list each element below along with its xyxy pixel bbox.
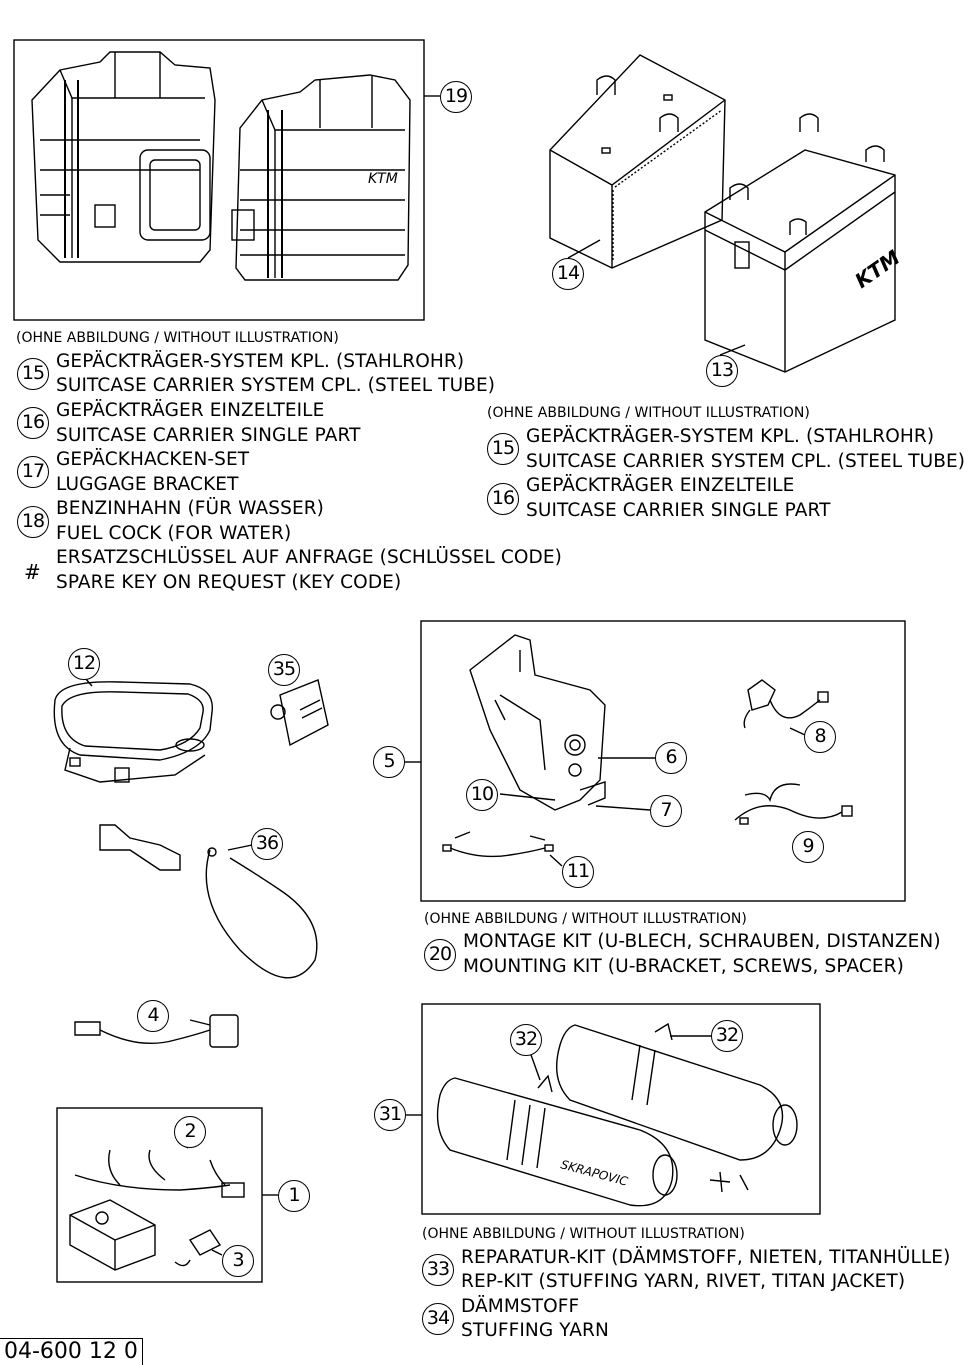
callout-8: 8 <box>804 721 836 753</box>
block2-item-16-de: GEPÄCKTRÄGER EINZELTEILE <box>526 475 795 496</box>
muffler-frame <box>421 1003 821 1215</box>
block4-item-34-de: DÄMMSTOFF <box>461 1296 580 1317</box>
cable-8 <box>743 679 829 729</box>
block1-item-16-de: GEPÄCKTRÄGER EINZELTEILE <box>56 400 325 421</box>
block1-item-17-en: LUGGAGE BRACKET <box>56 474 239 495</box>
aluminium-box-14 <box>549 54 726 269</box>
tank-bag-12 <box>53 681 214 783</box>
callout-3: 3 <box>222 1245 254 1277</box>
cable-9 <box>734 783 853 825</box>
electronics-kit <box>69 1149 245 1271</box>
rivets <box>709 1171 749 1193</box>
block4-item-34-en: STUFFING YARN <box>461 1320 609 1341</box>
block1-item-15-de: GEPÄCKTRÄGER-SYSTEM KPL. (STAHLROHR) <box>56 351 465 372</box>
block1-item-18-en: FUEL COCK (FOR WATER) <box>56 523 292 544</box>
aluminium-box-13: KTM <box>704 113 904 373</box>
block2-item-16-en: SUITCASE CARRIER SINGLE PART <box>526 500 831 521</box>
block1-num-16: 16 <box>17 407 49 439</box>
mount-frame <box>420 620 906 902</box>
block1-num-18: 18 <box>17 506 49 538</box>
callout-7: 7 <box>650 795 682 827</box>
block1-item-18-de: BENZINHAHN (FÜR WASSER) <box>56 498 325 519</box>
callout-2: 2 <box>174 1116 206 1148</box>
callout-14: 14 <box>552 258 584 290</box>
block3-item-20-de: MONTAGE KIT (U-BLECH, SCHRAUBEN, DISTANZ… <box>463 931 941 952</box>
drawing-code: 04-600 12 0 <box>0 1338 143 1365</box>
block4-num-33: 33 <box>422 1254 454 1286</box>
block3-num-20: 20 <box>424 939 456 971</box>
ktm-logo: KTM <box>850 245 904 293</box>
block1-item-key-de: ERSATZSCHLÜSSEL AUF ANFRAGE (SCHLÜSSEL C… <box>56 547 562 568</box>
block1-num-17: 17 <box>17 456 49 488</box>
lock-cable-36 <box>99 824 318 979</box>
block1-num-15: 15 <box>17 358 49 390</box>
block1-item-16-en: SUITCASE CARRIER SINGLE PART <box>56 425 361 446</box>
ktm-logo-small: KTM <box>368 171 398 187</box>
block3-item-20-en: MOUNTING KIT (U-BRACKET, SCREWS, SPACER) <box>463 956 904 977</box>
hard-case-right: KTM <box>231 74 411 281</box>
cable-11 <box>442 831 554 858</box>
callout-4: 4 <box>137 1000 169 1032</box>
block1-item-key-en: SPARE KEY ON REQUEST (KEY CODE) <box>56 572 402 593</box>
skrapovic-logo: SKRAPOVIC <box>559 1157 630 1189</box>
block2-num-16: 16 <box>487 483 519 515</box>
cases-frame <box>13 39 425 321</box>
callout-11: 11 <box>562 856 594 888</box>
block1-item-15-en: SUITCASE CARRIER SYSTEM CPL. (STEEL TUBE… <box>56 375 496 396</box>
block1-note: (OHNE ABBILDUNG / WITHOUT ILLUSTRATION) <box>16 330 339 346</box>
block2-item-15-de: GEPÄCKTRÄGER-SYSTEM KPL. (STAHLROHR) <box>526 426 935 447</box>
callout-5: 5 <box>373 746 405 778</box>
block2-num-15: 15 <box>487 433 519 465</box>
block1-hash: # <box>24 560 41 584</box>
block2-item-15-en: SUITCASE CARRIER SYSTEM CPL. (STEEL TUBE… <box>526 451 966 472</box>
block4-note: (OHNE ABBILDUNG / WITHOUT ILLUSTRATION) <box>422 1226 745 1242</box>
callout-12: 12 <box>68 648 100 680</box>
mount-bracket-assembly <box>469 634 655 811</box>
callout-32-left: 32 <box>510 1024 542 1056</box>
callout-9: 9 <box>792 831 824 863</box>
muffler-left: SKRAPOVIC <box>436 1074 678 1207</box>
callout-31: 31 <box>374 1099 406 1131</box>
hard-case-left <box>31 51 216 263</box>
block3-note: (OHNE ABBILDUNG / WITHOUT ILLUSTRATION) <box>424 911 747 927</box>
callout-35: 35 <box>268 654 300 686</box>
callout-13: 13 <box>706 355 738 387</box>
callout-32-right: 32 <box>711 1020 743 1052</box>
callout-10: 10 <box>466 779 498 811</box>
callout-36: 36 <box>251 828 283 860</box>
block4-num-34: 34 <box>422 1303 454 1335</box>
block4-item-33-de: REPARATUR-KIT (DÄMMSTOFF, NIETEN, TITANH… <box>461 1247 951 1268</box>
callout-1: 1 <box>278 1180 310 1212</box>
block1-item-17-de: GEPÄCKHACKEN-SET <box>56 449 250 470</box>
callout-19: 19 <box>440 81 472 113</box>
callout-6: 6 <box>655 742 687 774</box>
muffler-right <box>556 1022 798 1161</box>
key-item-35 <box>270 679 329 747</box>
block2-note: (OHNE ABBILDUNG / WITHOUT ILLUSTRATION) <box>487 405 810 421</box>
charger-4 <box>74 1014 239 1048</box>
block4-item-33-en: REP-KIT (STUFFING YARN, RIVET, TITAN JAC… <box>461 1271 906 1292</box>
